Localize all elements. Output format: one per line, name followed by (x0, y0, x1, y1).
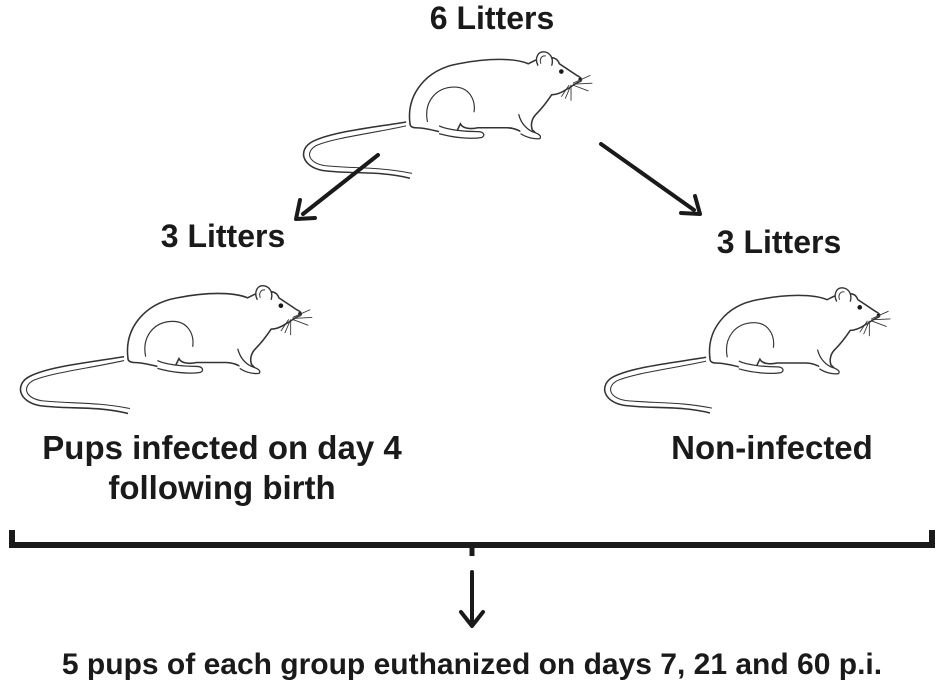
infected-caption-line-2: following birth (108, 469, 336, 506)
rat-icon-right (603, 287, 892, 414)
right-litters-label: 3 Litters (716, 224, 842, 260)
top-litters-label: 6 Litters (429, 0, 555, 36)
infected-group-caption: Pups infected on day 4 following birth (0, 428, 444, 508)
bottom-caption: 5 pups of each group euthanized on days … (61, 648, 883, 681)
left-litters-label: 3 Litters (160, 218, 286, 254)
arrow-down-right-icon (599, 142, 702, 216)
arrow-down-icon (459, 570, 485, 628)
bracket-icon (9, 530, 935, 556)
rat-icon-top (302, 51, 594, 179)
non-infected-caption: Non-infected (671, 429, 873, 466)
infected-caption-line-1: Pups infected on day 4 (42, 429, 402, 466)
rat-icon-left (19, 284, 314, 415)
arrow-down-left-icon (294, 153, 380, 221)
